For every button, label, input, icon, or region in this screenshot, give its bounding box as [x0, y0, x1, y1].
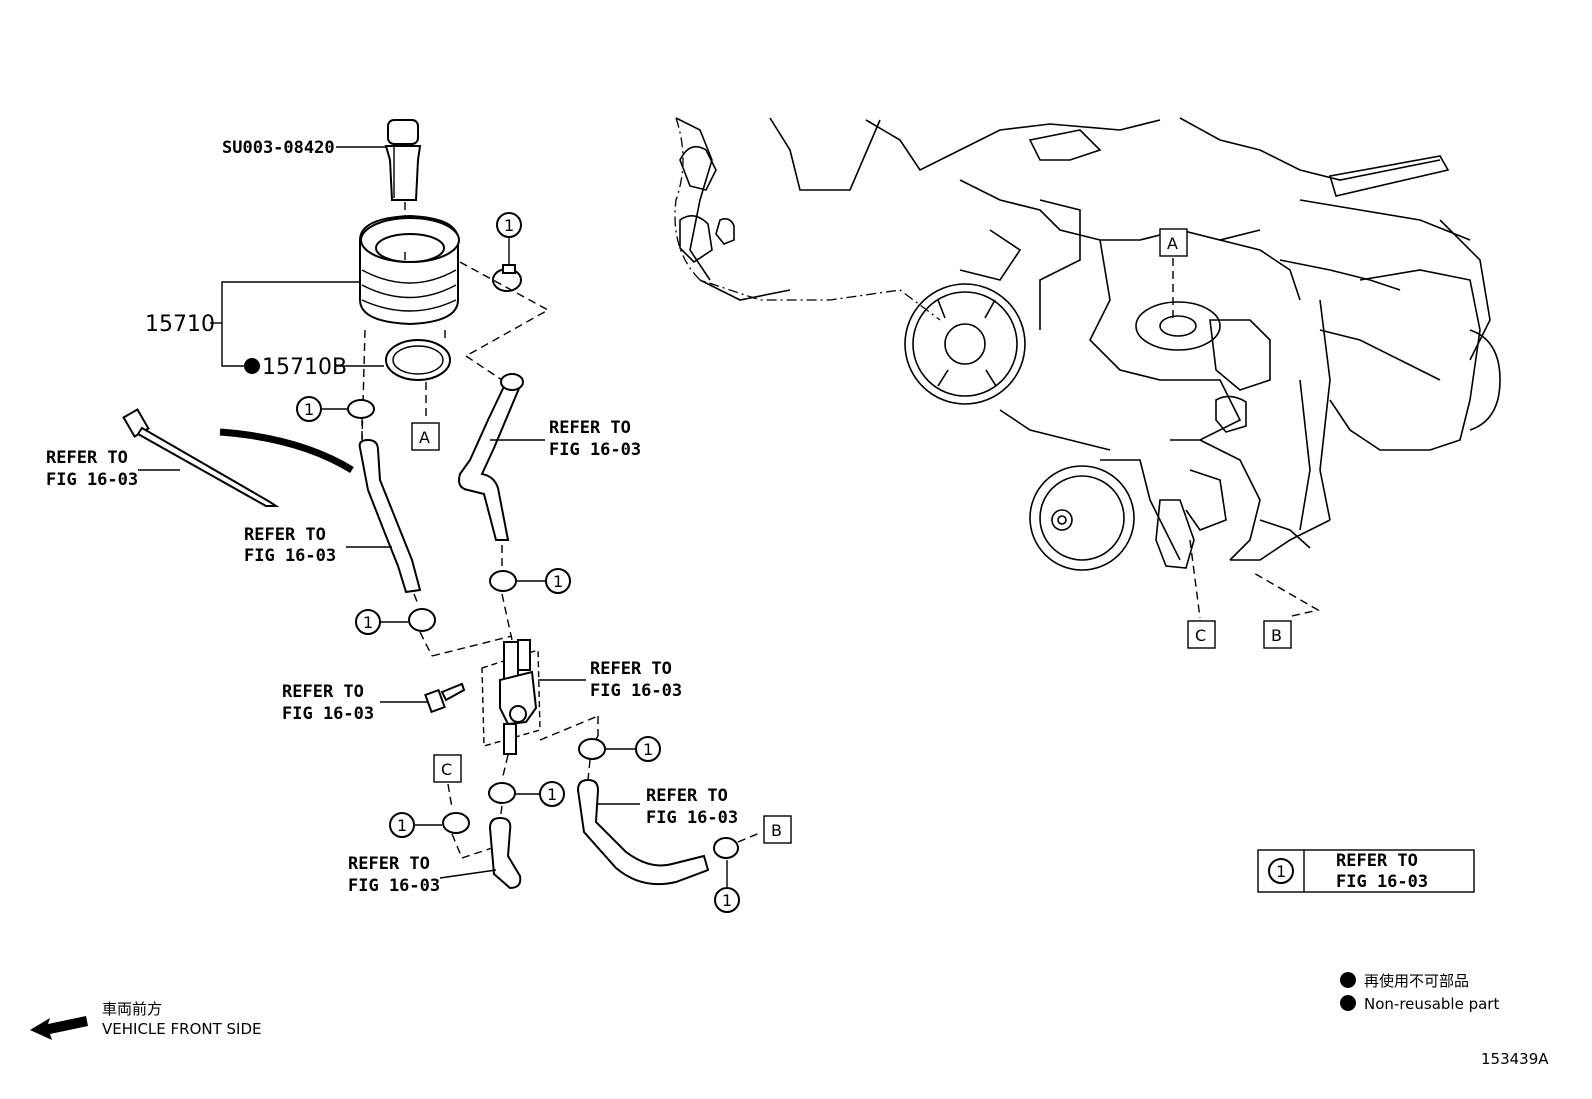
- hose-part-number: SU003-08420: [222, 138, 335, 158]
- svg-text:A: A: [1167, 234, 1178, 253]
- ref-box-a: [411, 422, 440, 451]
- note-jp: 再使用不可部品: [1364, 972, 1469, 990]
- refer-label: REFER TO: [244, 525, 326, 545]
- bolt: [424, 682, 466, 714]
- hose-small: [488, 816, 522, 890]
- refer-label: FIG 16-03: [244, 546, 336, 566]
- refer-label: FIG 16-03: [46, 470, 138, 490]
- nonreusable-dot-icon: [1340, 972, 1356, 988]
- refer-label: FIG 16-03: [549, 440, 641, 460]
- ref-box-a-engine: [1159, 228, 1188, 257]
- filter-assembly: [359, 214, 460, 326]
- hose-left: [358, 438, 422, 594]
- refer-label: REFER TO: [549, 418, 631, 438]
- svg-text:B: B: [1271, 626, 1282, 645]
- ref-box-c-left: [433, 754, 462, 783]
- svg-text:1: 1: [363, 613, 373, 632]
- assembly-number: 15710: [145, 312, 215, 337]
- svg-text:1: 1: [722, 891, 732, 910]
- svg-text:FIG 16-03: FIG 16-03: [1336, 872, 1428, 892]
- clamp-left-bottom: [408, 608, 436, 632]
- front-label-en: VEHICLE FRONT SIDE: [102, 1020, 262, 1038]
- clamp-mid-right: [489, 570, 517, 592]
- refer-label: REFER TO: [348, 854, 430, 874]
- svg-text:C: C: [441, 760, 452, 779]
- svg-text:1: 1: [397, 816, 407, 835]
- refer-label: FIG 16-03: [282, 704, 374, 724]
- clamp-left-top: [347, 399, 375, 419]
- clamp-top-right: [492, 264, 522, 292]
- svg-text:1: 1: [1276, 862, 1286, 881]
- svg-text:1: 1: [643, 740, 653, 759]
- svg-text:1: 1: [304, 400, 314, 419]
- clamp-b: [713, 837, 739, 859]
- nonreusable-dot-icon: [1340, 995, 1356, 1011]
- refer-label: FIG 16-03: [646, 808, 738, 828]
- ref-box-c-engine: [1187, 620, 1216, 649]
- svg-text:C: C: [1195, 626, 1206, 645]
- svg-text:A: A: [419, 428, 430, 447]
- svg-text:1: 1: [547, 785, 557, 804]
- cable-tie: [122, 408, 280, 507]
- svg-text:B: B: [771, 821, 782, 840]
- clamp-valve-bottom: [488, 782, 516, 804]
- legend-box: 1 REFER TO FIG 16-03: [1257, 849, 1475, 893]
- hose-to-b: [576, 778, 710, 886]
- refer-label: FIG 16-03: [590, 681, 682, 701]
- engine-illustration: [674, 117, 1501, 571]
- clamp-c: [442, 812, 470, 834]
- valve-assembly: [481, 639, 541, 755]
- svg-text:REFER TO: REFER TO: [1336, 851, 1418, 871]
- refer-label: FIG 16-03: [348, 876, 440, 896]
- note-en: Non-reusable part: [1364, 995, 1499, 1013]
- svg-text:1: 1: [504, 216, 514, 235]
- ref-box-b-left: [763, 815, 792, 844]
- clamp-hose-b: [578, 738, 606, 760]
- front-label-jp: 車両前方: [102, 1000, 162, 1018]
- ref-box-b-engine: [1263, 620, 1292, 649]
- hose-right: [458, 376, 522, 541]
- refer-label: REFER TO: [46, 448, 128, 468]
- figure-id: 153439A: [1481, 1050, 1549, 1068]
- nonreusable-dot-icon: [244, 358, 260, 374]
- refer-label: REFER TO: [646, 786, 728, 806]
- refer-label: REFER TO: [282, 682, 364, 702]
- gasket-number: 15710B: [262, 355, 347, 380]
- svg-text:1: 1: [553, 572, 563, 591]
- front-arrow-icon: [30, 1016, 88, 1040]
- hose-connector: [384, 119, 422, 201]
- refer-label: REFER TO: [590, 659, 672, 679]
